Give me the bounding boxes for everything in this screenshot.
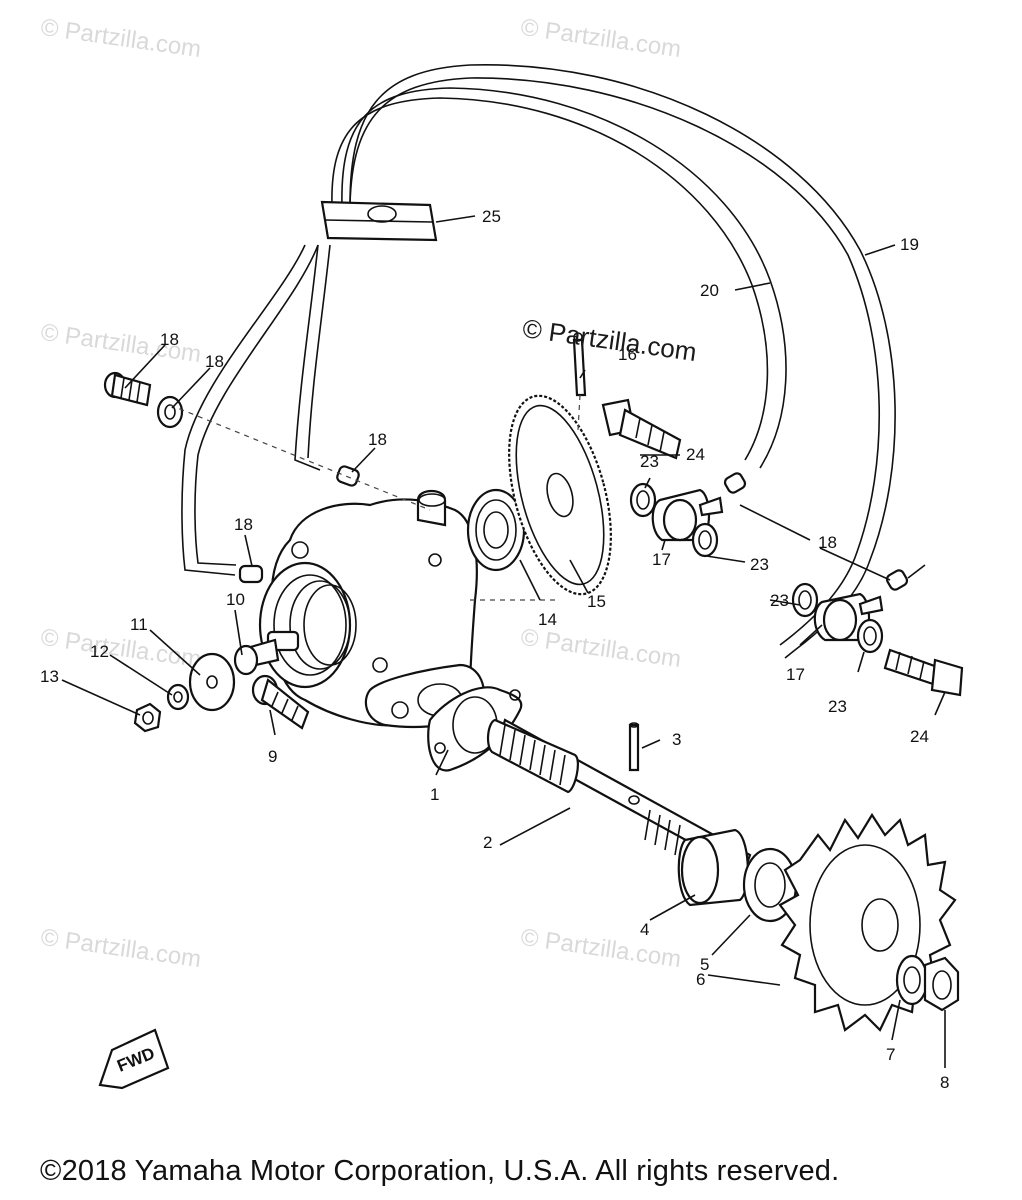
callout-23-mid: 23	[750, 555, 769, 574]
callout-14: 14	[538, 610, 557, 629]
pump-bearing	[466, 488, 526, 572]
callout-25: 25	[482, 207, 501, 226]
copyright-notice: ©2018 Yamaha Motor Corporation, U.S.A. A…	[40, 1155, 840, 1187]
union-bolt-upper	[601, 398, 682, 460]
callout-15: 15	[587, 592, 606, 611]
callout-19: 18	[160, 330, 179, 349]
callout-6: 6	[696, 970, 705, 989]
callout-16: 16	[618, 345, 637, 364]
screw-and-washer	[103, 371, 184, 429]
callout-17-upper: 17	[652, 550, 671, 569]
callout-23-top: 23	[640, 452, 659, 471]
callout-1: 1	[430, 785, 439, 804]
pin	[572, 332, 587, 397]
callout-21: 19	[900, 235, 919, 254]
callout-17-lower: 17	[786, 665, 805, 684]
callout-7: 7	[886, 1045, 895, 1064]
callout-23-lower: 23	[828, 697, 847, 716]
callout-18-top: 18	[368, 430, 387, 449]
callout-5: 5	[700, 955, 709, 974]
callout-4: 4	[640, 920, 649, 939]
oil-pump-body	[258, 489, 485, 728]
shaft-collar	[677, 828, 749, 907]
pan-head-screw	[251, 674, 310, 730]
callout-23-low: 23	[770, 591, 789, 610]
callout-18-left: 18	[234, 515, 253, 534]
circlip	[895, 954, 929, 1006]
callout-9: 9	[268, 747, 277, 766]
callout-13: 13	[40, 667, 59, 686]
gear-nut	[923, 956, 960, 1012]
fwd-arrow: FWD	[98, 1028, 170, 1090]
callout-11: 11	[130, 615, 148, 634]
callout-20: 18	[205, 352, 224, 371]
callout-8: 8	[940, 1073, 949, 1092]
callout-3: 3	[672, 730, 681, 749]
callout-22: 20	[700, 281, 719, 300]
callout-10: 10	[226, 590, 245, 609]
hose-joints	[238, 465, 909, 591]
callout-18-right: 18	[818, 533, 837, 552]
union-lower	[791, 582, 884, 654]
oil-delivery-pipes	[181, 64, 926, 659]
callout-numbers: 25 19 20 18 18 16 18 24 23 18 18 17 23 2…	[40, 207, 949, 1092]
pump-shaft-hardware	[133, 638, 280, 733]
callout-24-top: 24	[686, 445, 705, 464]
union-bolt-lower	[883, 648, 964, 697]
callout-leaders	[61, 215, 946, 1068]
gasket	[427, 686, 523, 772]
callout-12: 12	[90, 642, 109, 661]
callout-2: 2	[483, 833, 492, 852]
union-upper	[629, 482, 724, 558]
pipe-clamp	[320, 200, 438, 242]
callout-24-lower: 24	[910, 727, 929, 746]
